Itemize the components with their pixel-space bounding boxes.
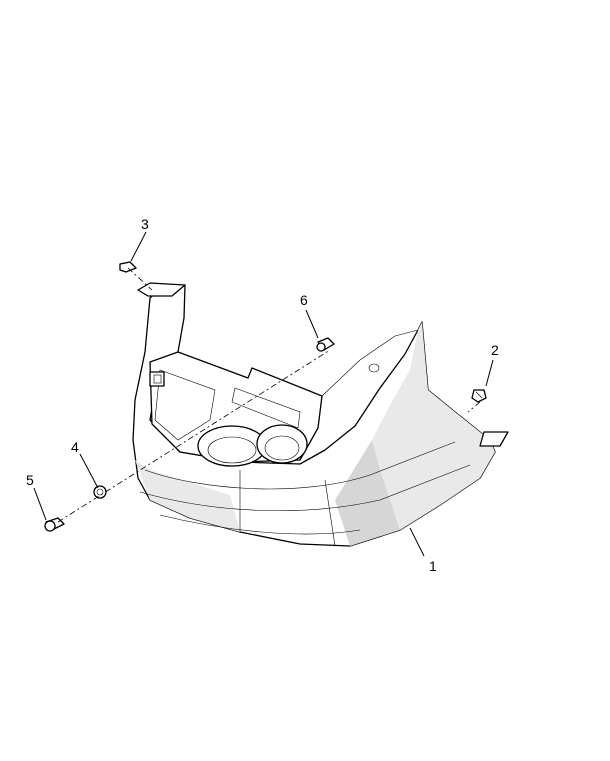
- part-3-nut: [119, 261, 137, 273]
- callout-3: 3: [141, 216, 149, 232]
- callout-5: 5: [26, 472, 34, 488]
- assembly-lines: [57, 267, 481, 523]
- part-2-clip: [471, 389, 487, 403]
- leader-lines: [33, 231, 494, 557]
- callout-6: 6: [300, 292, 308, 308]
- console-body: [132, 282, 509, 547]
- callout-4: 4: [71, 439, 79, 455]
- callout-2: 2: [491, 342, 499, 358]
- part-4-grommet: [93, 485, 107, 499]
- part-6-screw: [316, 337, 335, 352]
- callout-1: 1: [429, 558, 437, 574]
